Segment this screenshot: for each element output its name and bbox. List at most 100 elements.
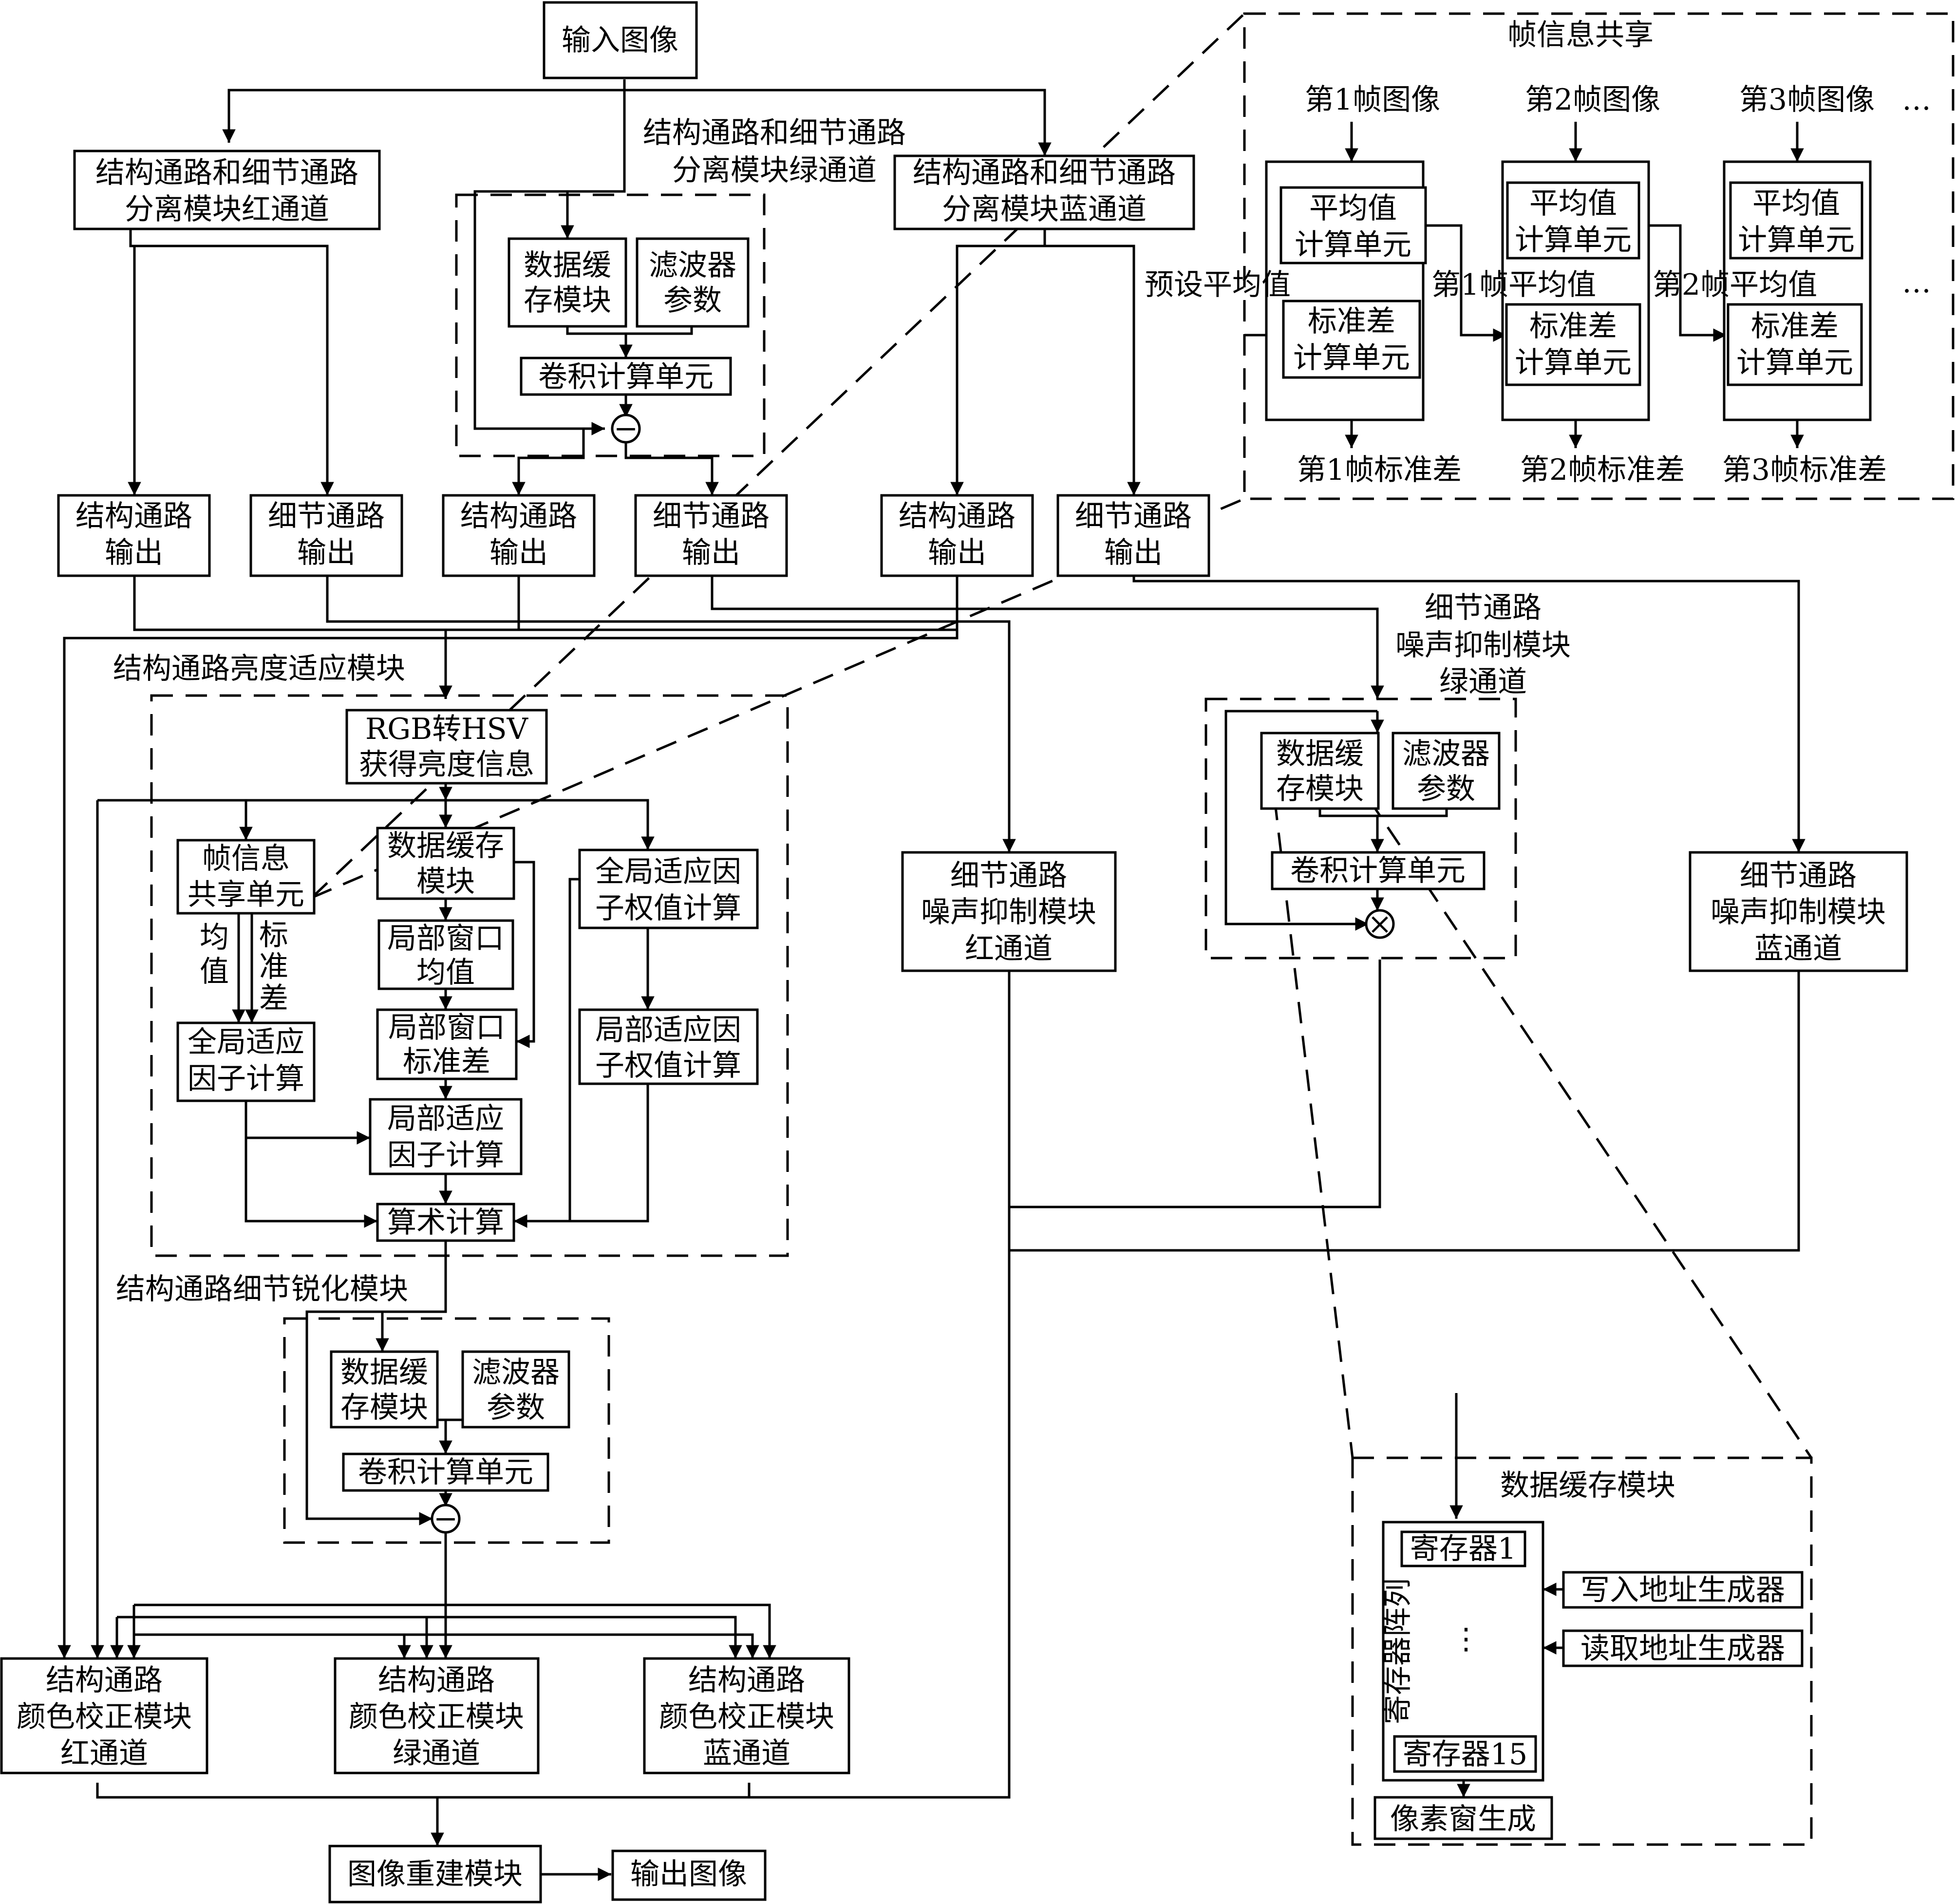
arith-box: 算术计算 xyxy=(376,1203,515,1242)
svg-text:结构通路: 结构通路 xyxy=(899,499,1016,533)
svg-text:结构通路和细节通路: 结构通路和细节通路 xyxy=(913,156,1176,190)
global-factor-box: 全局适应 因子计算 xyxy=(176,1021,316,1102)
color-green-box: 结构通路 颜色校正模块 绿通道 xyxy=(334,1657,540,1774)
svg-text:蓝通道: 蓝通道 xyxy=(703,1736,790,1771)
svg-text:子权值计算: 子权值计算 xyxy=(595,891,741,925)
svg-text:结构通路: 结构通路 xyxy=(46,1663,163,1697)
sharpen-buffer: 数据缓 存模块 xyxy=(330,1350,439,1429)
svg-text:颜色校正模块: 颜色校正模块 xyxy=(17,1700,192,1734)
svg-text:RGB转HSV: RGB转HSV xyxy=(365,712,529,746)
svg-text:存模块: 存模块 xyxy=(1276,772,1364,806)
svg-text:算术计算: 算术计算 xyxy=(387,1206,504,1240)
brightness-title: 结构通路亮度适应模块 xyxy=(113,652,405,686)
svg-text:像素窗生成: 像素窗生成 xyxy=(1390,1802,1536,1836)
noise-green-title-3: 绿通道 xyxy=(1439,665,1527,699)
svg-text:−: − xyxy=(433,1502,458,1536)
svg-text:平均值: 平均值 xyxy=(1752,187,1840,221)
svg-text:结构通路: 结构通路 xyxy=(688,1663,805,1697)
svg-text:平均值: 平均值 xyxy=(1529,187,1617,221)
frame-2-mean-unit: 平均值 计算单元 xyxy=(1506,181,1640,260)
svg-text:存模块: 存模块 xyxy=(524,283,611,318)
svg-text:结构通路: 结构通路 xyxy=(378,1663,495,1697)
svg-text:模块: 模块 xyxy=(416,865,475,899)
svg-text:存模块: 存模块 xyxy=(340,1391,428,1425)
svg-text:差: 差 xyxy=(259,981,288,1016)
frame-2-std-unit: 标准差 计算单元 xyxy=(1505,303,1641,386)
detail-out-red: 细节通路 输出 xyxy=(249,494,403,577)
svg-text:结构通路: 结构通路 xyxy=(75,499,192,533)
zoom-line xyxy=(1273,798,1354,1458)
svg-text:数据缓: 数据缓 xyxy=(1276,737,1364,771)
frame-share-unit: 帧信息 共享单元 xyxy=(176,839,316,915)
svg-text:卷积计算单元: 卷积计算单元 xyxy=(1290,854,1466,888)
sharpen-minus-op: − xyxy=(431,1502,461,1536)
svg-text:输出: 输出 xyxy=(928,536,986,570)
noise-green-buffer: 数据缓 存模块 xyxy=(1260,732,1380,810)
frame-share-title: 帧信息共享 xyxy=(1507,18,1654,52)
svg-text:获得亮度信息: 获得亮度信息 xyxy=(359,748,534,782)
svg-text:寄存器1: 寄存器1 xyxy=(1410,1532,1516,1566)
svg-text:值: 值 xyxy=(200,955,229,989)
svg-text:局部窗口: 局部窗口 xyxy=(388,1011,505,1045)
svg-text:分离模块红通道: 分离模块红通道 xyxy=(125,192,329,226)
local-weight-box: 局部适应因 子权值计算 xyxy=(578,1008,759,1085)
svg-text:输出: 输出 xyxy=(297,536,356,570)
local-mean-box: 局部窗口 均值 xyxy=(377,919,514,990)
svg-text:寄存器15: 寄存器15 xyxy=(1403,1737,1527,1772)
read-address-generator: 读取地址生成器 xyxy=(1562,1629,1804,1667)
frame-1-mean-label: 第1帧平均值 xyxy=(1431,268,1596,302)
svg-text:细节通路: 细节通路 xyxy=(950,859,1067,893)
rgb-to-hsv-box: RGB转HSV 获得亮度信息 xyxy=(345,709,548,785)
sep-green-buffer: 数据缓 存模块 xyxy=(508,237,627,328)
svg-text:共享单元: 共享单元 xyxy=(188,878,304,912)
svg-text:图像重建模块: 图像重建模块 xyxy=(347,1857,523,1891)
noise-green-times-op: × xyxy=(1365,907,1395,941)
svg-text:全局适应因: 全局适应因 xyxy=(595,855,741,889)
svg-text:标准差: 标准差 xyxy=(1751,309,1839,343)
noise-green-conv-unit: 卷积计算单元 xyxy=(1271,851,1486,890)
svg-text:参数: 参数 xyxy=(487,1391,545,1425)
sharpen-conv-unit: 卷积计算单元 xyxy=(342,1452,549,1492)
sep-green-label-2: 分离模块绿通道 xyxy=(672,153,877,188)
sep-green-minus-op: − xyxy=(611,412,641,446)
struct-out-blue: 结构通路 输出 xyxy=(880,494,1034,577)
svg-text:全局适应: 全局适应 xyxy=(188,1025,304,1059)
input-image-box: 输入图像 xyxy=(543,1,698,79)
detail-out-green: 细节通路 输出 xyxy=(634,494,788,577)
svg-text:因子计算: 因子计算 xyxy=(188,1062,304,1096)
frame-3-mean-unit: 平均值 计算单元 xyxy=(1729,181,1863,260)
svg-text:蓝通道: 蓝通道 xyxy=(1754,932,1842,966)
reconstruct-box: 图像重建模块 xyxy=(328,1845,542,1904)
svg-text:帧信息: 帧信息 xyxy=(202,842,290,876)
svg-text:×: × xyxy=(1368,907,1392,941)
svg-text:噪声抑制模块: 噪声抑制模块 xyxy=(921,895,1096,929)
color-blue-box: 结构通路 颜色校正模块 蓝通道 xyxy=(643,1657,850,1774)
register-dots: ⋮ xyxy=(1451,1622,1481,1656)
svg-text:局部适应因: 局部适应因 xyxy=(595,1013,741,1047)
svg-text:标: 标 xyxy=(259,918,288,952)
svg-text:输出: 输出 xyxy=(1104,536,1163,570)
svg-text:滤波器: 滤波器 xyxy=(1402,737,1490,771)
svg-text:均值: 均值 xyxy=(416,956,475,990)
svg-text:结构通路和细节通路: 结构通路和细节通路 xyxy=(95,156,358,190)
svg-text:计算单元: 计算单元 xyxy=(1736,346,1853,380)
svg-text:写入地址生成器: 写入地址生成器 xyxy=(1580,1573,1785,1607)
register-array-label: 寄存器阵列 xyxy=(1381,1578,1415,1724)
frame-3-std-label: 第3帧标准差 xyxy=(1722,453,1887,487)
frame-1-std-unit: 标准差 计算单元 xyxy=(1282,300,1421,379)
svg-text:标准差: 标准差 xyxy=(1308,304,1395,339)
local-std-box: 局部窗口 标准差 xyxy=(376,1008,518,1080)
struct-out-green: 结构通路 输出 xyxy=(442,494,596,577)
svg-text:红通道: 红通道 xyxy=(60,1736,148,1771)
frame-ellipsis-mid: … xyxy=(1902,265,1931,300)
svg-text:数据缓存: 数据缓存 xyxy=(387,829,504,863)
svg-text:局部窗口: 局部窗口 xyxy=(387,922,504,956)
noise-green-title-1: 细节通路 xyxy=(1425,591,1542,625)
svg-text:细节通路: 细节通路 xyxy=(268,499,385,533)
preset-mean-label: 预设平均值 xyxy=(1145,268,1291,302)
frame-3-label: 第3帧图像 xyxy=(1739,83,1875,117)
svg-text:参数: 参数 xyxy=(1417,772,1475,806)
sep-red-box: 结构通路和细节通路 分离模块红通道 xyxy=(73,150,381,230)
zoom-line xyxy=(1367,798,1813,1459)
register-1: 寄存器1 xyxy=(1400,1530,1526,1567)
